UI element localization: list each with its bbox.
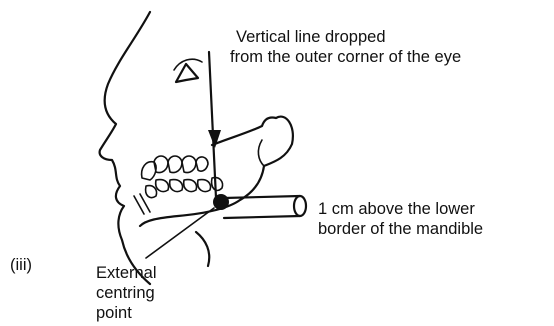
neck-line [196, 232, 209, 266]
centring-label-1: External [96, 264, 157, 283]
external-centring-point [213, 194, 229, 210]
tube-label-2: border of the mandible [318, 220, 483, 239]
centring-label-2: centring [96, 284, 155, 303]
centring-label-3: point [96, 304, 132, 323]
xray-tube [224, 196, 306, 218]
eye [176, 64, 198, 82]
lower-incisor [134, 194, 150, 214]
upper-teeth [142, 156, 208, 180]
face-profile [100, 12, 150, 284]
eye-line-label-1: Vertical line dropped [236, 28, 386, 47]
panel-label: (iii) [10, 256, 32, 275]
lower-teeth [146, 178, 223, 198]
vertical-reference-line [209, 52, 216, 198]
vertical-line-arrowhead [208, 130, 221, 148]
eye-line-label-2: from the outer corner of the eye [230, 48, 461, 67]
tube-label-1: 1 cm above the lower [318, 200, 475, 219]
eye-upper-lid [174, 59, 202, 70]
ramus-inner [258, 140, 264, 166]
